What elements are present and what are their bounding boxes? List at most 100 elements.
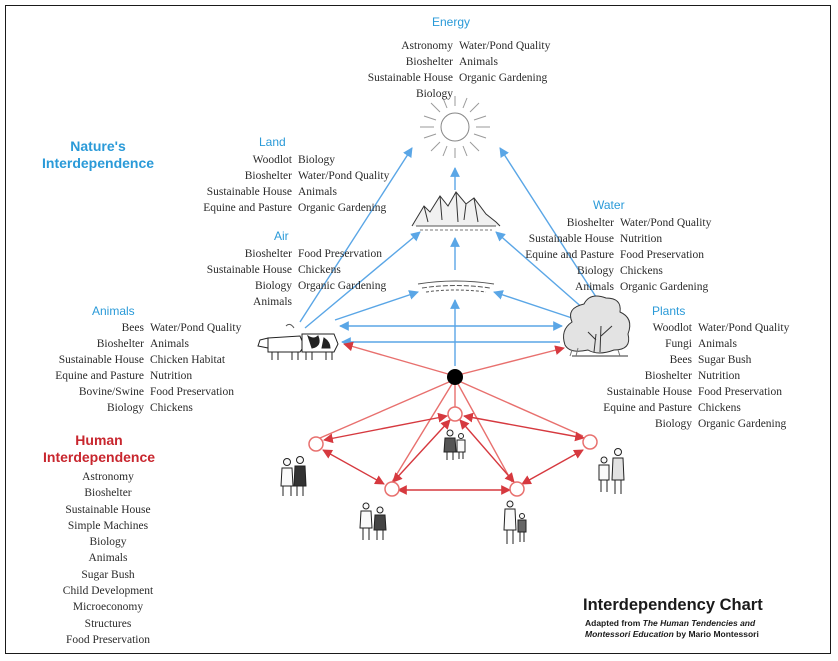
- topic-right: Organic Gardening: [698, 418, 787, 430]
- credit-line-2: Montessori Education by Mario Montessori: [585, 629, 759, 640]
- water-ripple-icon: [417, 280, 495, 293]
- topic-row: Sustainable House Animals: [186, 184, 423, 200]
- topic-right: Organic Gardening: [620, 281, 709, 293]
- topic-right: Organic Gardening: [298, 202, 387, 214]
- topic-left: Sustainable House: [367, 72, 453, 84]
- topic-left: Biology: [415, 88, 453, 100]
- topic-left: Bioshelter: [244, 170, 292, 182]
- topic-left: Equine and Pasture: [203, 202, 292, 214]
- energy-heading: Energy: [432, 15, 471, 29]
- topic-right: Chickens: [298, 264, 341, 276]
- topic-right: Chickens: [698, 402, 741, 414]
- topic-row: Biology: [352, 86, 584, 102]
- people-right: [598, 448, 625, 494]
- topic-left: Astronomy: [401, 40, 453, 52]
- arrow-animals-to-mountains: [304, 231, 421, 329]
- human-topic: Structures: [84, 617, 132, 630]
- human-interdependence-heading: Human Interdependence: [43, 432, 155, 466]
- topic-right: [292, 294, 423, 310]
- topic-right: Water/Pond Quality: [459, 40, 551, 52]
- node-bottom-right: [509, 481, 525, 497]
- topic-right: Food Preservation: [298, 248, 383, 260]
- topic-right: Biology: [298, 154, 336, 166]
- arrow-plants-to-mountains: [495, 231, 586, 311]
- people-center: [443, 429, 466, 460]
- human-topic: Biology: [89, 536, 127, 549]
- topic-row: Astronomy Water/Pond Quality: [352, 38, 584, 54]
- arrow-hub-to-plants: [461, 345, 565, 375]
- cows-icon: [257, 323, 339, 360]
- land-heading: Land: [259, 135, 286, 149]
- topic-row: Bioshelter Animals: [38, 336, 275, 352]
- topic-left: Sustainable House: [206, 186, 292, 198]
- topic-left: Biology: [654, 418, 692, 430]
- topic-left: Woodlot: [652, 322, 692, 334]
- people-left: [280, 456, 307, 496]
- topic-right: Food Preservation: [698, 386, 783, 398]
- human-interdependence-line2: Interdependence: [43, 449, 156, 465]
- human-nodes: [308, 406, 598, 497]
- node-bottom-left: [384, 481, 400, 497]
- topic-left: Bioshelter: [566, 217, 614, 229]
- node-right: [582, 434, 598, 450]
- topic-right: Food Preservation: [620, 249, 705, 261]
- human-topic: Astronomy: [82, 471, 134, 483]
- topic-row: Biology Organic Gardening: [586, 416, 823, 432]
- credit-title-part2: Montessori Education: [585, 629, 674, 639]
- human-topic: Bioshelter: [84, 487, 132, 500]
- topic-left: Bioshelter: [405, 56, 453, 68]
- topic-right: Water/Pond Quality: [620, 217, 712, 229]
- topic-left: Bees: [669, 354, 692, 366]
- topic-right: Chicken Habitat: [150, 354, 226, 366]
- human-arrows: [319, 341, 585, 495]
- topic-right: [453, 86, 584, 102]
- topic-right: Sugar Bush: [698, 354, 752, 366]
- topic-left: Sustainable House: [58, 354, 144, 366]
- topic-left: Bees: [121, 322, 144, 334]
- topic-left: Animals: [253, 296, 292, 308]
- topic-left: Bioshelter: [96, 338, 144, 350]
- topic-right: Food Preservation: [150, 386, 235, 398]
- arrow-plants-to-sun: [499, 147, 599, 301]
- natures-interdependence-line2: Interdependence: [42, 155, 155, 171]
- people-bottom-left: [359, 502, 387, 540]
- topic-row: Sustainable House Chicken Habitat: [38, 352, 275, 368]
- arrow-animals-to-sun: [299, 147, 413, 323]
- topic-row: Animals: [186, 294, 423, 310]
- human-topic: Sugar Bush: [81, 568, 135, 581]
- topic-right: Organic Gardening: [298, 280, 387, 292]
- natures-interdependence-line1: Nature's: [70, 138, 126, 154]
- topic-right: Water/Pond Quality: [150, 322, 242, 334]
- topic-right: Animals: [150, 338, 189, 350]
- credit-prefix: Adapted from: [585, 618, 643, 628]
- sun-icon: [420, 96, 490, 158]
- credit-title-part1: The Human Tendencies and: [642, 618, 756, 628]
- topic-left: Biology: [106, 402, 144, 414]
- topic-right: Chickens: [620, 265, 663, 277]
- node-left: [308, 436, 324, 452]
- topic-right: Animals: [298, 186, 337, 198]
- plants-heading: Plants: [652, 304, 686, 318]
- credit-suffix: by Mario Montessori: [673, 629, 759, 639]
- human-topic: Child Development: [62, 585, 154, 598]
- mountains-icon: [411, 191, 501, 231]
- human-topic: Food Preservation: [65, 633, 150, 646]
- node-top-center: [447, 406, 463, 422]
- hub-node: [447, 369, 463, 385]
- topic-row: Bees Sugar Bush: [586, 352, 823, 368]
- topic-right: Chickens: [150, 402, 193, 414]
